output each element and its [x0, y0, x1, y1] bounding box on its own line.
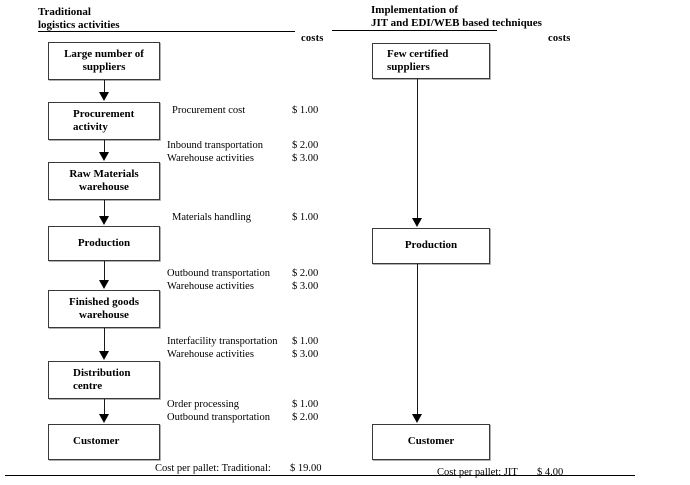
- right-box-few-certified-suppliers[interactable]: Few certified suppliers: [372, 43, 490, 79]
- right-connector-1: [417, 79, 418, 219]
- right-connector-2: [417, 264, 418, 415]
- cost-row-desc-interfacility: Interfacility transportation Warehouse a…: [167, 336, 278, 360]
- right-box-label: Production: [404, 239, 458, 252]
- left-box-large-number-of-suppliers[interactable]: Large number of suppliers: [48, 42, 160, 80]
- cost-row-value-outbound: $ 2.00 $ 3.00: [292, 268, 319, 292]
- cost-row-desc-outbound: Outbound transportation Warehouse activi…: [167, 268, 270, 292]
- cost-row-value-materials-handling: $ 1.00: [292, 212, 319, 223]
- right-column-header: Implementation of JIT and EDI/WEB based …: [371, 4, 542, 29]
- left-box-production[interactable]: Production: [48, 226, 160, 261]
- cost-row-value-inbound: $ 2.00 $ 3.00: [292, 140, 319, 164]
- right-header-rule: [332, 30, 497, 31]
- left-column-header: Traditional logistics activities: [38, 6, 120, 31]
- right-box-label: Customer: [407, 435, 455, 448]
- left-connector-1: [104, 80, 105, 93]
- left-box-raw-materials-warehouse[interactable]: Raw Materials warehouse: [48, 162, 160, 200]
- left-connector-6: [104, 399, 105, 415]
- left-arrowhead-3: [99, 216, 109, 225]
- left-box-procurement-activity[interactable]: Procurement activity: [48, 102, 160, 140]
- right-total-value: $ 4.00: [537, 467, 564, 478]
- left-box-finished-goods-warehouse[interactable]: Finished goods warehouse: [48, 290, 160, 328]
- left-arrowhead-6: [99, 414, 109, 423]
- left-box-label: Large number of suppliers: [64, 47, 144, 74]
- right-box-label: Few certified suppliers: [387, 47, 449, 74]
- cost-row-desc-procurement: Procurement cost: [172, 105, 246, 116]
- left-box-label: Customer: [73, 435, 120, 448]
- left-box-label: Finished goods warehouse: [69, 295, 139, 322]
- left-box-label: Procurement activity: [73, 107, 135, 134]
- right-costs-header: costs: [548, 33, 571, 44]
- left-connector-3: [104, 200, 105, 217]
- left-header-rule: [38, 31, 295, 32]
- left-box-label: Production: [77, 236, 131, 249]
- left-costs-header: costs: [301, 33, 324, 44]
- left-arrowhead-1: [99, 92, 109, 101]
- cost-row-desc-order-processing: Order processing Outbound transportation: [167, 399, 270, 423]
- footer-rule: [5, 475, 635, 476]
- left-connector-4: [104, 261, 105, 281]
- left-box-label: Distribution centre: [73, 366, 131, 393]
- right-arrowhead-1: [412, 218, 422, 227]
- right-arrowhead-2: [412, 414, 422, 423]
- left-total-label: Cost per pallet: Traditional:: [155, 463, 271, 474]
- left-arrowhead-5: [99, 351, 109, 360]
- cost-row-value-order-processing: $ 1.00 $ 2.00: [292, 399, 319, 423]
- left-box-customer[interactable]: Customer: [48, 424, 160, 460]
- cost-row-desc-inbound: Inbound transportation Warehouse activit…: [167, 140, 263, 164]
- left-arrowhead-4: [99, 280, 109, 289]
- left-arrowhead-2: [99, 152, 109, 161]
- cost-row-value-interfacility: $ 1.00 $ 3.00: [292, 336, 319, 360]
- cost-row-desc-materials-handling: Materials handling: [172, 212, 252, 223]
- left-box-distribution-centre[interactable]: Distribution centre: [48, 361, 160, 399]
- cost-row-value-procurement: $ 1.00: [292, 105, 319, 116]
- left-connector-2: [104, 140, 105, 153]
- left-connector-5: [104, 328, 105, 352]
- right-total-label: Cost per pallet: JIT: [437, 467, 518, 478]
- right-box-production[interactable]: Production: [372, 228, 490, 264]
- right-box-customer[interactable]: Customer: [372, 424, 490, 460]
- left-total-value: $ 19.00: [290, 463, 322, 474]
- left-box-label: Raw Materials warehouse: [69, 167, 139, 194]
